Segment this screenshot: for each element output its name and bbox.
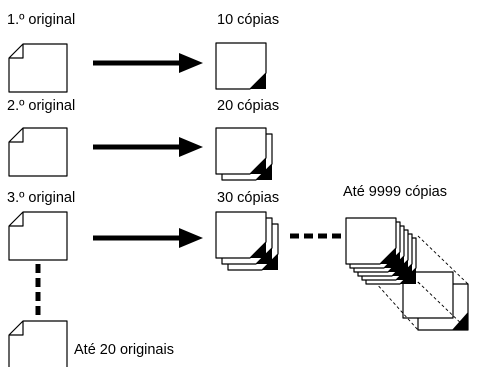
original-3-sheet-icon [8,211,68,261]
original-2-label: 2.º original [7,98,75,114]
copies-2-label: 20 cópias [217,98,279,114]
original-max-sheet-icon [8,320,68,367]
original-3-label: 3.º original [7,190,75,206]
arrow-2 [93,137,203,157]
max-copies-label: Até 9999 cópias [343,184,447,200]
max-originals-label: Até 20 originais [74,342,174,358]
arrow-1 [93,53,203,73]
original-1-label: 1.º original [7,12,75,28]
original-2-sheet-icon [8,127,68,177]
copy-stack-1-icon [215,42,267,90]
copy-stack-2-icon [215,127,273,181]
copy-stack-3-icon [215,211,279,271]
arrow-3 [93,228,203,248]
original-1-sheet-icon [8,43,68,93]
copies-1-label: 10 cópias [217,12,279,28]
copies-3-label: 30 cópias [217,190,279,206]
max-copies-stack-icon [345,217,469,331]
